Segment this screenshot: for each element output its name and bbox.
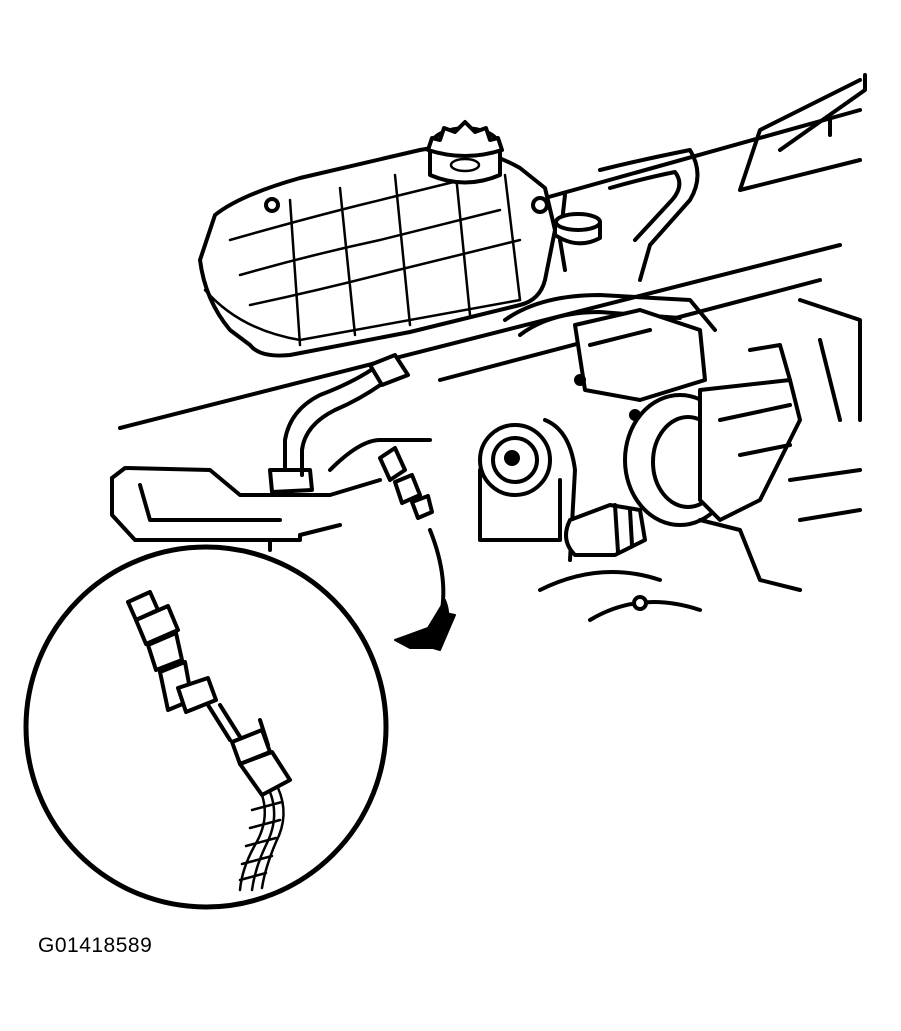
throttle-body-icon — [573, 308, 802, 527]
coolant-reservoir-icon — [198, 145, 557, 358]
idle-air-control-icon — [564, 503, 647, 557]
sensor-detail — [126, 590, 244, 742]
pulley-icon — [478, 418, 577, 562]
filler-cap-icon — [553, 212, 602, 246]
lower-bracket — [110, 466, 382, 552]
figure-id-label: G01418589 — [38, 934, 153, 957]
frame-rails — [118, 73, 867, 430]
electrical-connector-icon — [230, 718, 292, 892]
hoses — [268, 148, 717, 494]
pressure-cap-icon — [426, 120, 504, 185]
sensor-icon — [328, 438, 434, 520]
detail-circle-icon — [23, 544, 389, 910]
engine-block — [538, 298, 862, 622]
callout-arrow-icon — [394, 528, 456, 651]
